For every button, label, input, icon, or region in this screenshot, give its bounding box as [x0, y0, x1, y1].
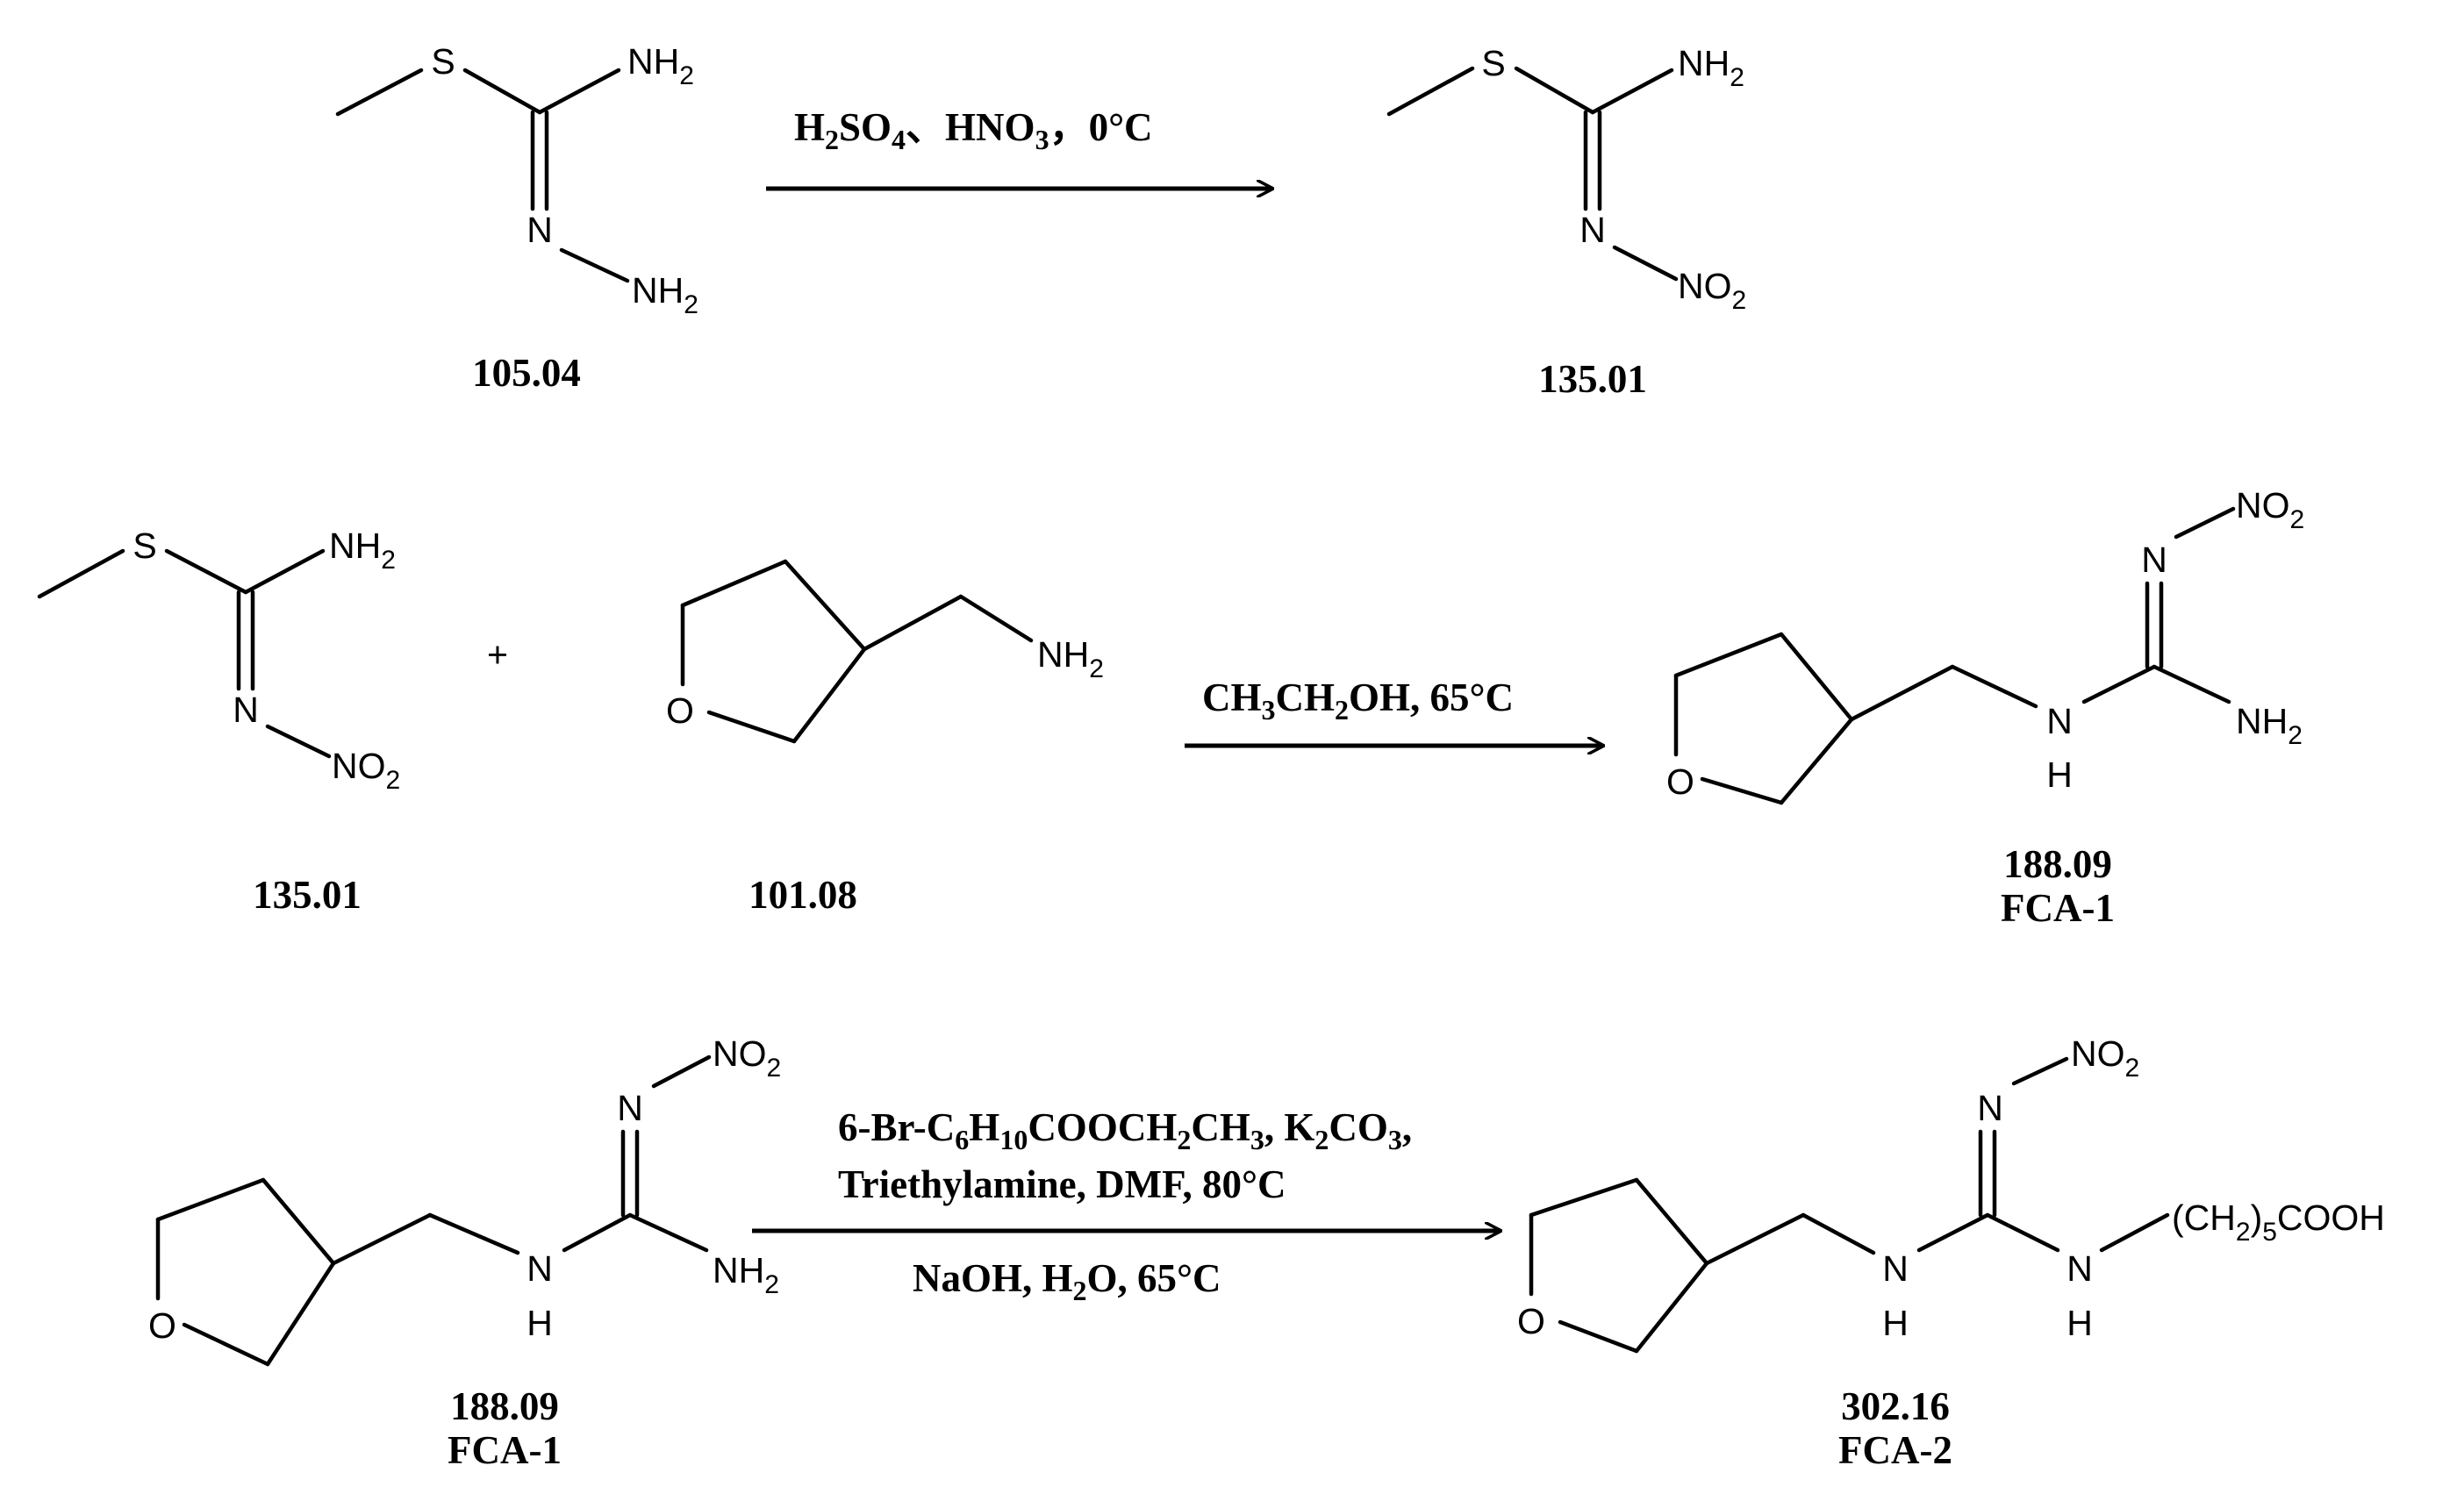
- atom-side-chain: (CH2)5COOH: [2172, 1197, 2385, 1247]
- atom-nh2: NH2: [1678, 43, 1744, 92]
- atom-no2: NO2: [2236, 485, 2304, 534]
- compound-code-label: FCA-2: [1838, 1428, 1952, 1472]
- atom-o: O: [666, 690, 694, 731]
- molecule-fca-1-reactant: O N H NH2 N NO2 188.09 FCA-1: [148, 1033, 781, 1472]
- molecule-fca-1-product: O N H NH2 N NO2 188.09 FCA-1: [1666, 485, 2304, 930]
- atom-h: H: [2066, 1303, 2093, 1343]
- reaction-arrow-3: 6-Br-C6H10COOCH2CH3, K2CO3, Triethylamin…: [752, 1105, 1501, 1306]
- atom-nh2: NH2: [627, 41, 694, 90]
- condition-text-2: CH3CH2OH, 65°C: [1202, 676, 1514, 726]
- molecular-weight-label: 105.04: [472, 351, 581, 395]
- condition-text-3b: Triethylamine, DMF, 80°C: [838, 1162, 1286, 1206]
- atom-n: N: [2141, 540, 2167, 580]
- atom-nh2: NH2: [1037, 634, 1104, 683]
- molecule-135-01-reactant: S NH2 N NO2 135.01: [37, 525, 400, 917]
- atom-h: H: [526, 1303, 553, 1343]
- plus-sign: +: [487, 634, 508, 675]
- atom-h: H: [2046, 754, 2073, 795]
- molecule-135-01-product: S NH2 N NO2 135.01: [1386, 43, 1746, 401]
- atom-nh2: NH2: [2236, 701, 2303, 750]
- atom-n: N: [526, 1248, 553, 1289]
- atom-n: N: [2046, 701, 2073, 741]
- molecular-weight-label: 188.09: [2003, 842, 2112, 886]
- atom-nh2: NH2: [713, 1250, 779, 1299]
- atom-n: N: [1977, 1088, 2003, 1128]
- atom-n: N: [2066, 1248, 2093, 1289]
- molecular-weight-label: 101.08: [749, 873, 857, 917]
- atom-o: O: [1517, 1301, 1545, 1341]
- reaction-arrow-1: H2SO4、HNO3，0°C: [766, 105, 1272, 189]
- atom-no2: NO2: [2071, 1033, 2139, 1083]
- molecular-weight-label: 135.01: [253, 873, 362, 917]
- atom-nh2: NH2: [329, 525, 396, 575]
- atom-n: N: [1579, 210, 1606, 250]
- atom-s: S: [431, 41, 455, 82]
- condition-text-3c: NaOH, H2O, 65°C: [913, 1256, 1221, 1306]
- atom-nh2: NH2: [632, 270, 698, 319]
- reaction-arrow-2: CH3CH2OH, 65°C: [1185, 676, 1603, 746]
- atom-no2: NO2: [332, 746, 400, 795]
- compound-code-label: FCA-1: [2001, 886, 2115, 930]
- atom-n: N: [617, 1088, 643, 1128]
- atom-o: O: [1666, 761, 1694, 802]
- atom-n: N: [233, 690, 259, 730]
- atom-s: S: [133, 525, 156, 566]
- molecular-weight-label: 135.01: [1538, 357, 1647, 401]
- molecule-105-04: S NH2 N NH2 105.04: [335, 41, 698, 395]
- atom-no2: NO2: [1678, 266, 1746, 315]
- atom-no2: NO2: [713, 1033, 781, 1083]
- condition-text-1: H2SO4、HNO3，0°C: [794, 105, 1153, 155]
- atom-n: N: [1882, 1248, 1909, 1289]
- molecular-weight-label: 302.16: [1841, 1384, 1950, 1428]
- atom-s: S: [1481, 43, 1505, 83]
- condition-text-3a: 6-Br-C6H10COOCH2CH3, K2CO3,: [838, 1105, 1412, 1155]
- molecular-weight-label: 188.09: [450, 1384, 559, 1428]
- molecule-101-08: O NH2 101.08: [666, 559, 1104, 917]
- compound-code-label: FCA-1: [448, 1428, 562, 1472]
- atom-o: O: [148, 1305, 176, 1346]
- atom-n: N: [526, 210, 553, 250]
- atom-h: H: [1882, 1303, 1909, 1343]
- molecule-fca-2-product: O N H N NO2 N H (CH2)5COOH 302.16 FCA-2: [1517, 1033, 2385, 1472]
